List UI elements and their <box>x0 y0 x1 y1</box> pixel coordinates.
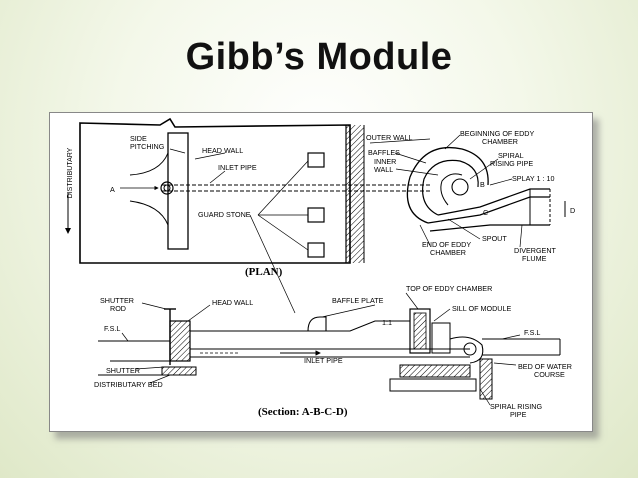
baffles-label: BAFFLES <box>368 148 400 157</box>
outer-wall-label: OUTER WALL <box>366 133 412 142</box>
gibbs-module-diagram: DISTRIBUTARY SIDE PITCHING HEAD WALL INL… <box>65 117 575 419</box>
section-spiral-label-1: SPIRAL RISING <box>490 402 542 411</box>
point-b-label: B <box>480 180 485 189</box>
bed-water-label-2: COURSE <box>534 370 565 379</box>
fsl-right-label: F.S.L <box>524 328 540 337</box>
shutter-rod-label-2: ROD <box>110 304 126 313</box>
section-inlet-pipe-label: INLET PIPE <box>304 356 343 365</box>
distributary-bed-label: DISTRIBUTARY BED <box>94 380 163 389</box>
point-c-label: C <box>483 208 488 217</box>
fsl-left-label: F.S.L <box>104 324 120 333</box>
splay-label: SPLAY 1 : 10 <box>512 174 555 183</box>
plan-labels: SIDE PITCHING HEAD WALL INLET PIPE A GUA… <box>110 129 575 278</box>
beginning-eddy-label-1: BEGINNING OF EDDY <box>460 129 534 138</box>
plan-caption: (PLAN) <box>245 266 283 278</box>
divergent-label-2: FLUME <box>522 254 547 263</box>
slide-title: Gibb’s Module <box>185 36 453 78</box>
divergent-label-1: DIVERGENT <box>514 246 557 255</box>
section-head-wall-label: HEAD WALL <box>212 298 253 307</box>
plan-view <box>79 117 566 264</box>
end-eddy-label-2: CHAMBER <box>430 248 466 257</box>
side-pitching-label-2: PITCHING <box>130 142 165 151</box>
point-a-label: A <box>110 185 115 194</box>
section-leaders <box>121 292 521 406</box>
slope-label: 1:1 <box>382 318 392 327</box>
section-view <box>98 308 561 400</box>
sill-label: SILL OF MODULE <box>452 304 511 313</box>
section-spiral-label-2: PIPE <box>510 410 527 419</box>
inner-wall-label-1: INNER <box>374 157 396 166</box>
plan-leaders <box>120 134 523 314</box>
section-labels: SHUTTER ROD HEAD WALL BAFFLE PLATE TOP O… <box>94 284 572 419</box>
top-eddy-label: TOP OF EDDY CHAMBER <box>406 284 492 293</box>
guard-stone-label: GUARD STONE <box>198 210 251 219</box>
spout-label: SPOUT <box>482 234 507 243</box>
distributary-label: DISTRIBUTARY <box>67 147 74 198</box>
bed-water-label-1: BED OF WATER <box>518 362 572 371</box>
plan-inlet-pipe-label: INLET PIPE <box>218 163 257 172</box>
plan-head-wall-label: HEAD WALL <box>202 146 243 155</box>
shutter-label: SHUTTER <box>106 366 140 375</box>
inner-wall-label-2: WALL <box>374 165 393 174</box>
plan-spiral-label-1: SPIRAL <box>498 151 524 160</box>
shutter-rod-label-1: SHUTTER <box>100 296 134 305</box>
point-d-label: D <box>570 206 575 215</box>
section-caption: (Section: A-B-C-D) <box>258 406 348 418</box>
end-eddy-label-1: END OF EDDY <box>422 240 471 249</box>
diagram-frame: DISTRIBUTARY SIDE PITCHING HEAD WALL INL… <box>49 112 593 432</box>
side-pitching-label-1: SIDE <box>130 134 147 143</box>
beginning-eddy-label-2: CHAMBER <box>482 137 518 146</box>
baffle-plate-label: BAFFLE PLATE <box>332 296 384 305</box>
plan-spiral-label-2: RISING PIPE <box>490 159 533 168</box>
